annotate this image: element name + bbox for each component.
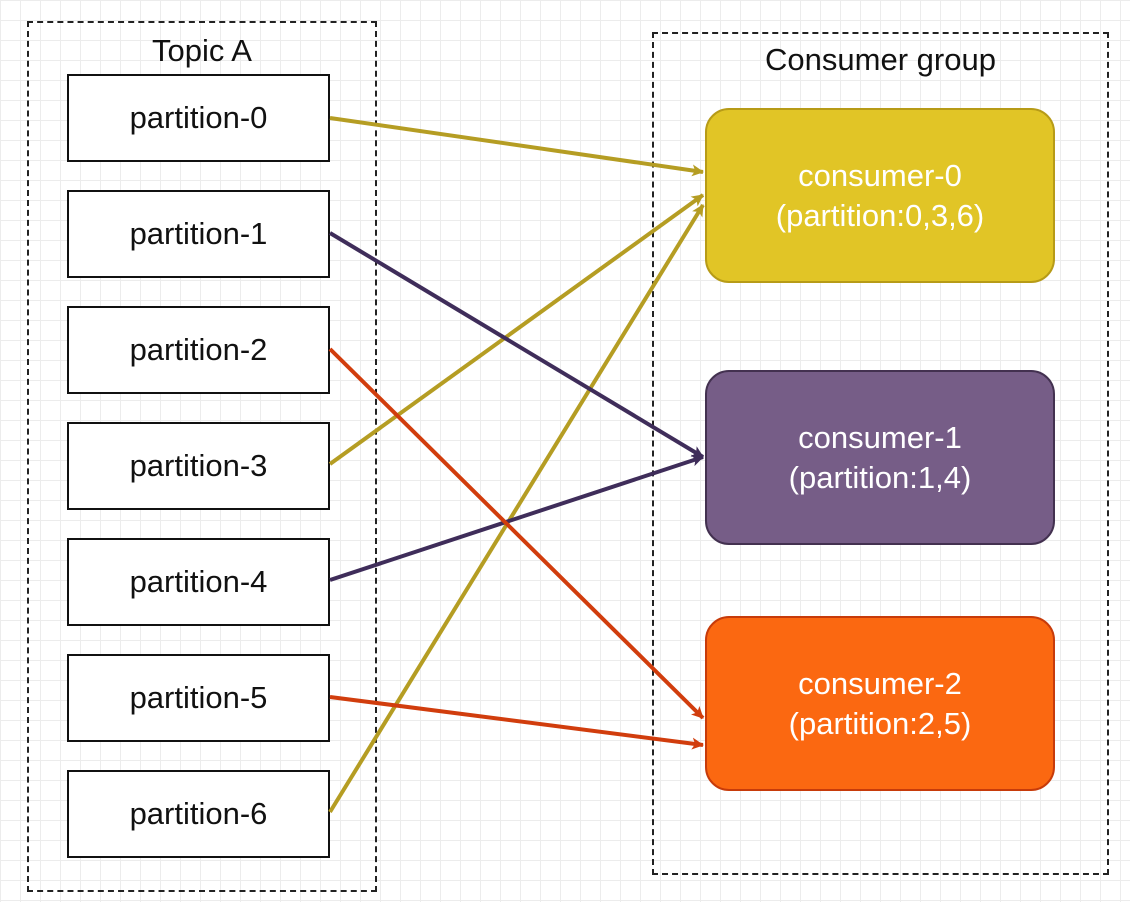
partition-4-box[interactable]: partition-4 <box>67 538 330 626</box>
consumer-1-box[interactable]: consumer-1 (partition:1,4) <box>705 370 1055 545</box>
topic-a-title: Topic A <box>152 33 252 68</box>
partition-6-box[interactable]: partition-6 <box>67 770 330 858</box>
edge-partition-5-to-consumer-2 <box>329 695 704 750</box>
partition-5-box[interactable]: partition-5 <box>67 654 330 742</box>
consumer-0-box[interactable]: consumer-0 (partition:0,3,6) <box>705 108 1055 283</box>
consumer-2-name: consumer-2 <box>798 665 962 701</box>
partition-1-box[interactable]: partition-1 <box>67 190 330 278</box>
consumer-group-title: Consumer group <box>765 42 996 77</box>
consumer-2-assignment: (partition:2,5) <box>788 705 972 741</box>
edge-partition-0-to-consumer-0 <box>329 116 704 177</box>
edge-partition-4-to-consumer-1 <box>329 454 704 582</box>
edge-partition-2-to-consumer-2 <box>328 347 705 720</box>
edge-partition-1-to-consumer-1 <box>328 231 705 459</box>
partition-3-box[interactable]: partition-3 <box>67 422 330 510</box>
edge-partition-6-to-consumer-0 <box>328 203 705 814</box>
consumer-0-name: consumer-0 <box>798 157 962 193</box>
partition-0-box[interactable]: partition-0 <box>67 74 330 162</box>
consumer-1-assignment: (partition:1,4) <box>788 459 972 495</box>
consumer-1-name: consumer-1 <box>798 419 962 455</box>
consumer-2-box[interactable]: consumer-2 (partition:2,5) <box>705 616 1055 791</box>
partition-2-box[interactable]: partition-2 <box>67 306 330 394</box>
edge-partition-3-to-consumer-0 <box>328 193 705 466</box>
consumer-0-assignment: (partition:0,3,6) <box>775 197 985 233</box>
